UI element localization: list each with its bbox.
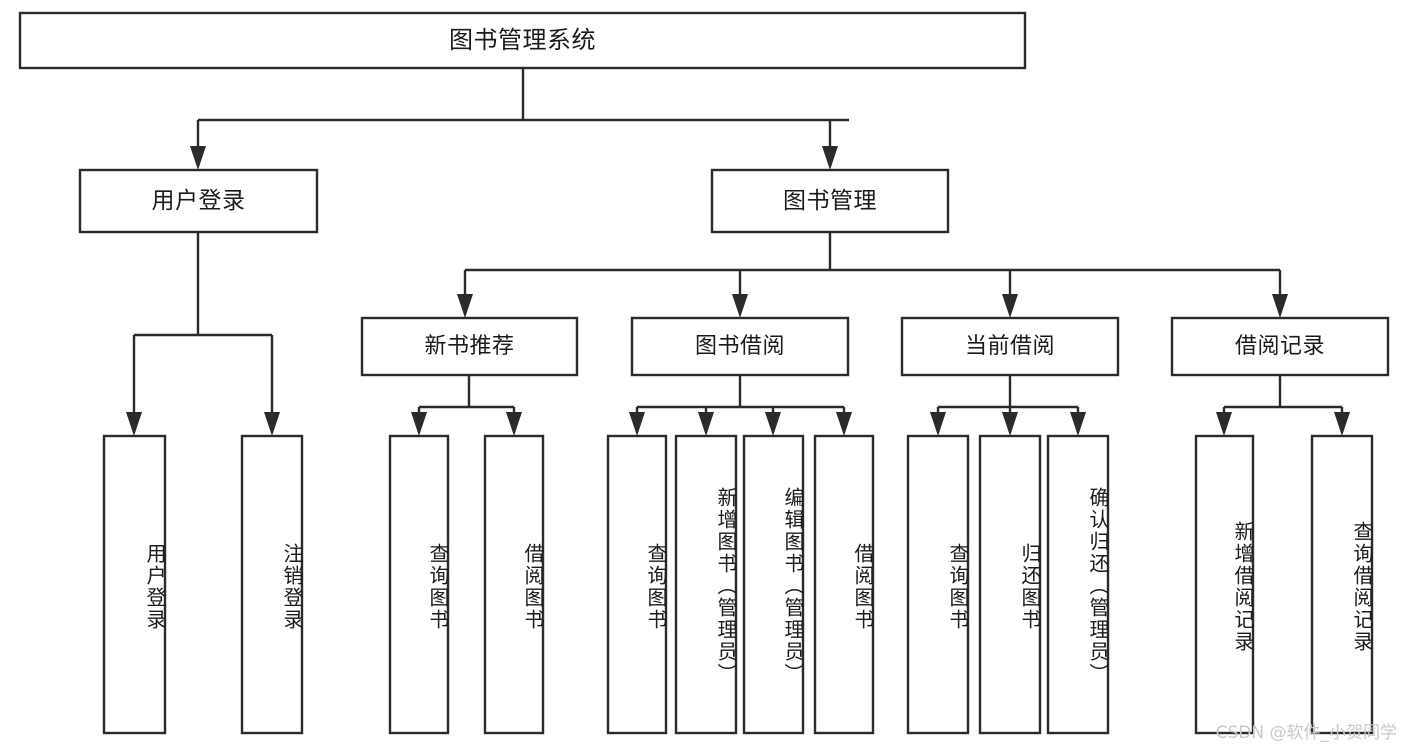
node-box-book-manage[interactable] <box>710 168 950 234</box>
connector-new-book-recommend-to-leaves <box>411 375 522 436</box>
node-box-leaf-query-record[interactable] <box>1310 434 1374 735</box>
node-box-leaf-user-login[interactable] <box>102 434 167 735</box>
node-box-leaf-edit-book[interactable] <box>742 434 805 735</box>
node-box-new-book-recommend[interactable] <box>360 316 579 377</box>
connector-root-to-level2 <box>190 68 849 170</box>
node-box-root[interactable] <box>18 11 1027 70</box>
node-box-leaf-return-book[interactable] <box>978 434 1042 735</box>
node-box-leaf-confirm-return[interactable] <box>1046 434 1110 735</box>
node-box-current-borrow[interactable] <box>900 316 1120 377</box>
node-box-leaf-query-book-2[interactable] <box>606 434 668 735</box>
node-box-leaf-add-record[interactable] <box>1194 434 1255 735</box>
node-box-leaf-borrow-book-2[interactable] <box>813 434 875 735</box>
node-box-leaf-logout[interactable] <box>240 434 304 735</box>
node-box-user-login[interactable] <box>78 168 319 234</box>
node-box-book-borrow[interactable] <box>630 316 850 377</box>
node-box-leaf-query-book-1[interactable] <box>388 434 450 735</box>
node-box-leaf-query-book-3[interactable] <box>906 434 970 735</box>
node-box-borrow-record[interactable] <box>1170 316 1390 377</box>
connector-borrow-record-to-leaves <box>1216 375 1350 436</box>
connector-user-login-to-leaves <box>126 232 280 436</box>
connector-book-manage-to-level3 <box>457 232 1288 318</box>
connector-current-borrow-to-leaves <box>930 375 1086 436</box>
connector-book-borrow-to-leaves <box>629 375 852 436</box>
node-box-leaf-add-book[interactable] <box>674 434 738 735</box>
node-box-leaf-borrow-book-1[interactable] <box>483 434 545 735</box>
